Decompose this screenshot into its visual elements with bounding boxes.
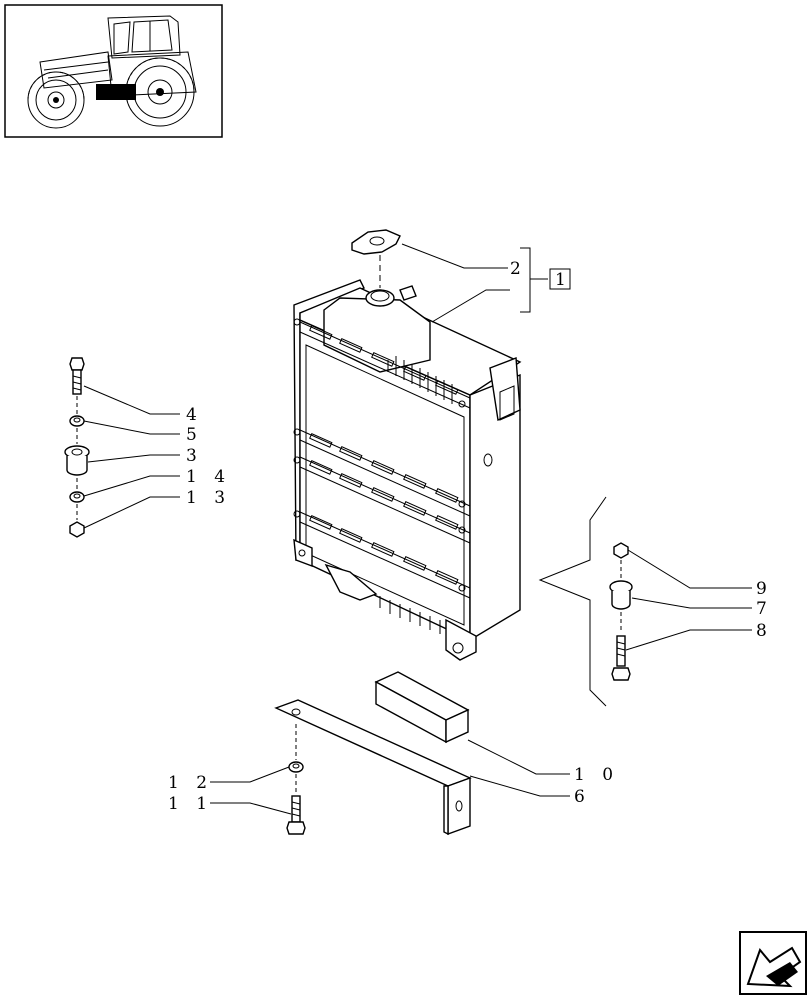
group-box bbox=[549, 268, 571, 290]
bottom-hardware bbox=[286, 724, 306, 835]
support-bracket bbox=[274, 699, 472, 836]
callout-2: 2 bbox=[510, 259, 527, 279]
callout-7: 7 bbox=[756, 599, 773, 619]
callout-14: 1 4 bbox=[186, 467, 231, 487]
callout-12: 1 2 bbox=[168, 773, 213, 793]
callout-5: 5 bbox=[186, 425, 203, 445]
callout-8: 8 bbox=[756, 621, 773, 641]
callout-6: 6 bbox=[574, 787, 591, 807]
callout-1: 1 bbox=[555, 270, 572, 290]
callout-10: 1 0 bbox=[574, 765, 619, 785]
radiator-assembly bbox=[293, 279, 522, 661]
callout-11: 1 1 bbox=[168, 794, 213, 814]
callout-labels: 2 1 4 5 3 1 4 1 3 9 7 8 1 0 6 1 2 1 1 bbox=[168, 259, 773, 814]
right-hardware-group bbox=[538, 496, 633, 707]
highlight-block bbox=[96, 84, 136, 100]
tractor-icon bbox=[27, 15, 197, 129]
callout-3: 3 bbox=[186, 446, 203, 466]
callout-4: 4 bbox=[186, 405, 203, 425]
left-hardware-stack bbox=[64, 357, 90, 538]
rubber-block bbox=[374, 671, 470, 744]
leader-lines bbox=[83, 243, 752, 815]
thumbnail-frame bbox=[4, 4, 223, 138]
radiator-cap bbox=[351, 229, 401, 288]
callout-9: 9 bbox=[756, 579, 773, 599]
callout-13: 1 3 bbox=[186, 488, 231, 508]
next-page-arrow-icon[interactable] bbox=[739, 931, 807, 995]
